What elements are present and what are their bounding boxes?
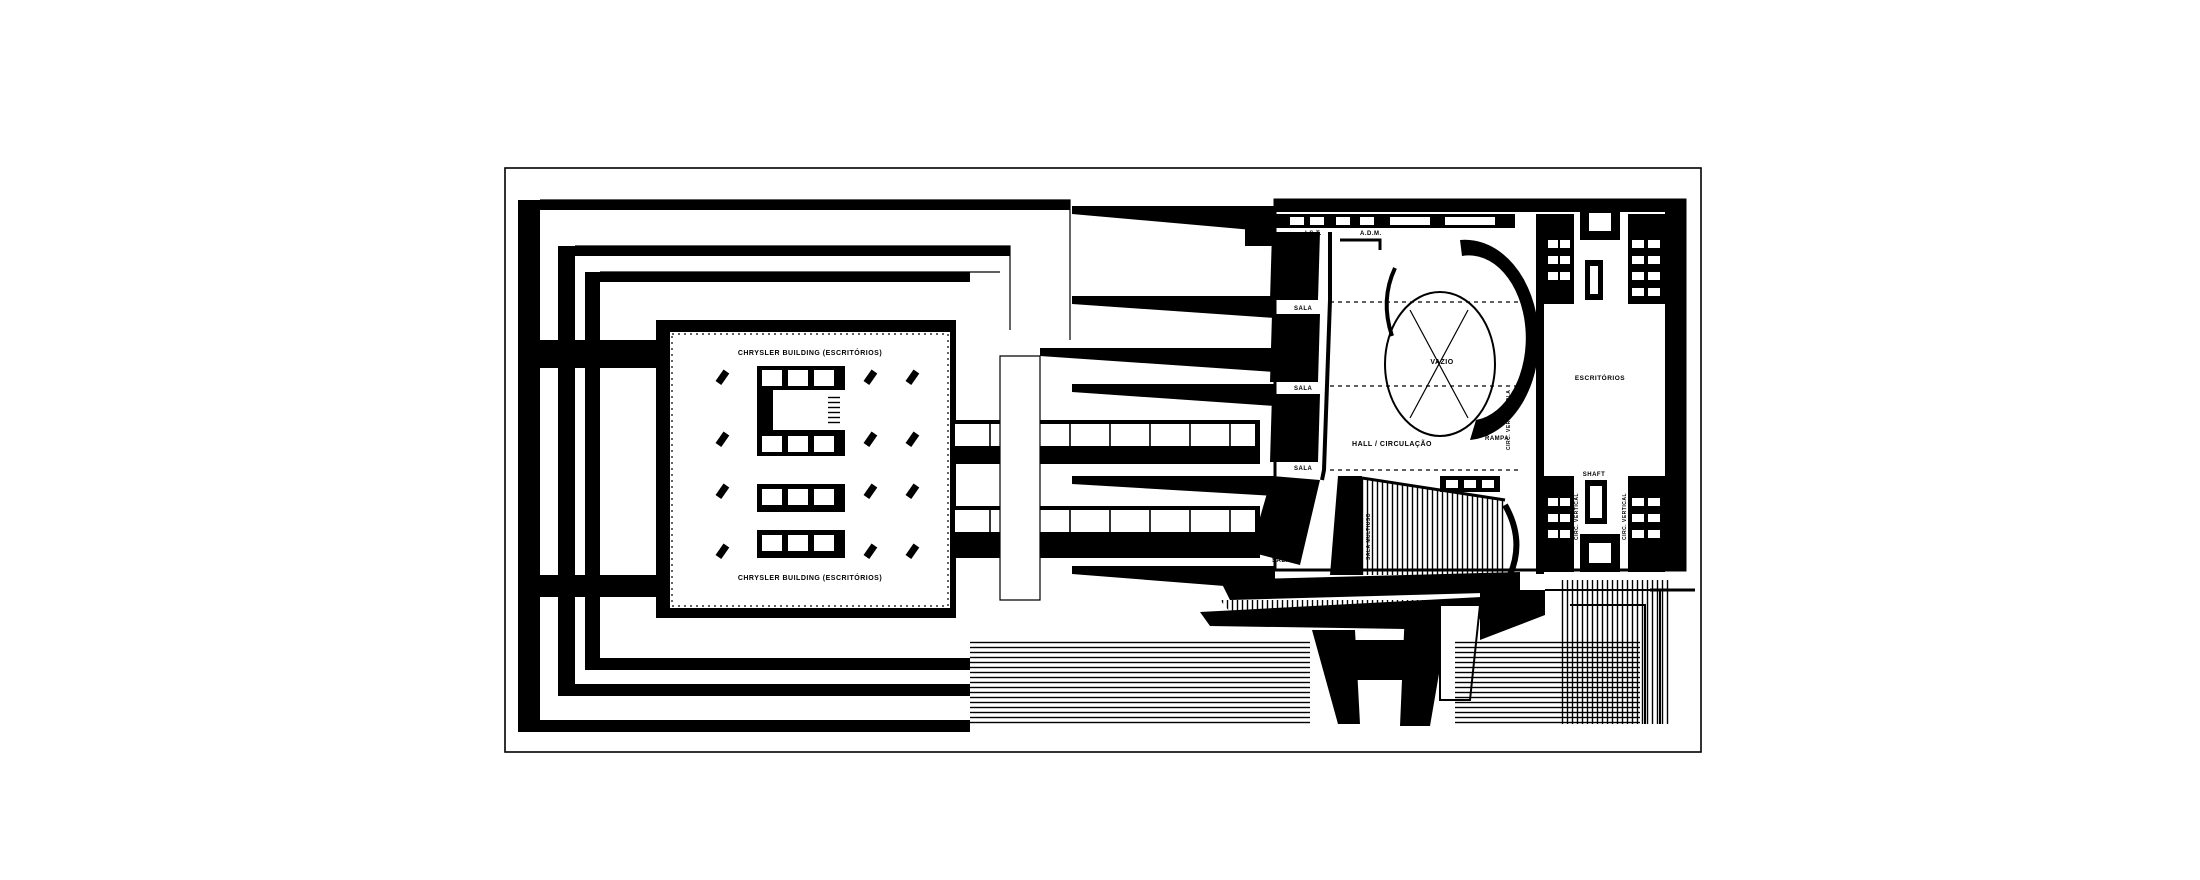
auditorium: SALA MULTIUSO — [1330, 476, 1520, 577]
escritorios-label: ESCRITÓRIOS — [1575, 373, 1625, 382]
sala-label-1: SALA — [1294, 306, 1313, 312]
sky-bridges — [950, 355, 1260, 601]
chrysler-label-top: CHRYSLER BUILDING (ESCRITÓRIOS) — [738, 348, 882, 357]
elevator-block-middle — [757, 484, 845, 512]
circ-vert-escola-label: CIRC. VERT. ESCOLA — [1506, 390, 1512, 450]
rampa-label: RAMPA — [1485, 436, 1509, 442]
vazio-label: VAZIO — [1430, 359, 1453, 366]
cantilever-beams — [1040, 206, 1275, 590]
circ-vertical-label-2: CIRC. VERTICAL — [1622, 493, 1628, 540]
adm-label: A.D.M. — [1360, 231, 1382, 237]
classrooms: SALA SALA SALA SALA — [1250, 232, 1320, 565]
sala-label-3: SALA — [1294, 466, 1313, 472]
bottom-right-services — [1544, 476, 1665, 572]
school-building: I.S.T. A.D.M. SALA SALA SALA SALA VAZIO — [1250, 198, 1687, 577]
column-grid — [715, 369, 920, 560]
hall-label: HALL / CIRCULAÇÃO — [1352, 439, 1432, 448]
stepped-terraces — [518, 199, 1071, 732]
service-core — [757, 366, 845, 456]
sala-label-2: SALA — [1294, 386, 1313, 392]
elevator-block-bottom — [757, 530, 845, 558]
ground-planes — [970, 580, 1695, 724]
base-structure — [1200, 572, 1545, 726]
chrysler-label-bottom: CHRYSLER BUILDING (ESCRITÓRIOS) — [738, 573, 882, 582]
circ-vertical-label-1: CIRC. VERTICAL — [1574, 493, 1580, 540]
top-right-services — [1544, 204, 1665, 304]
sala-multiuso-label: SALA MULTIUSO — [1366, 513, 1372, 560]
void-ellipse: VAZIO — [1384, 239, 1539, 440]
sala-label-4: SALA — [1272, 558, 1291, 564]
chrysler-building: CHRYSLER BUILDING (ESCRITÓRIOS) CHRYSLER… — [656, 320, 956, 618]
shaft-label: SHAFT — [1583, 472, 1606, 478]
